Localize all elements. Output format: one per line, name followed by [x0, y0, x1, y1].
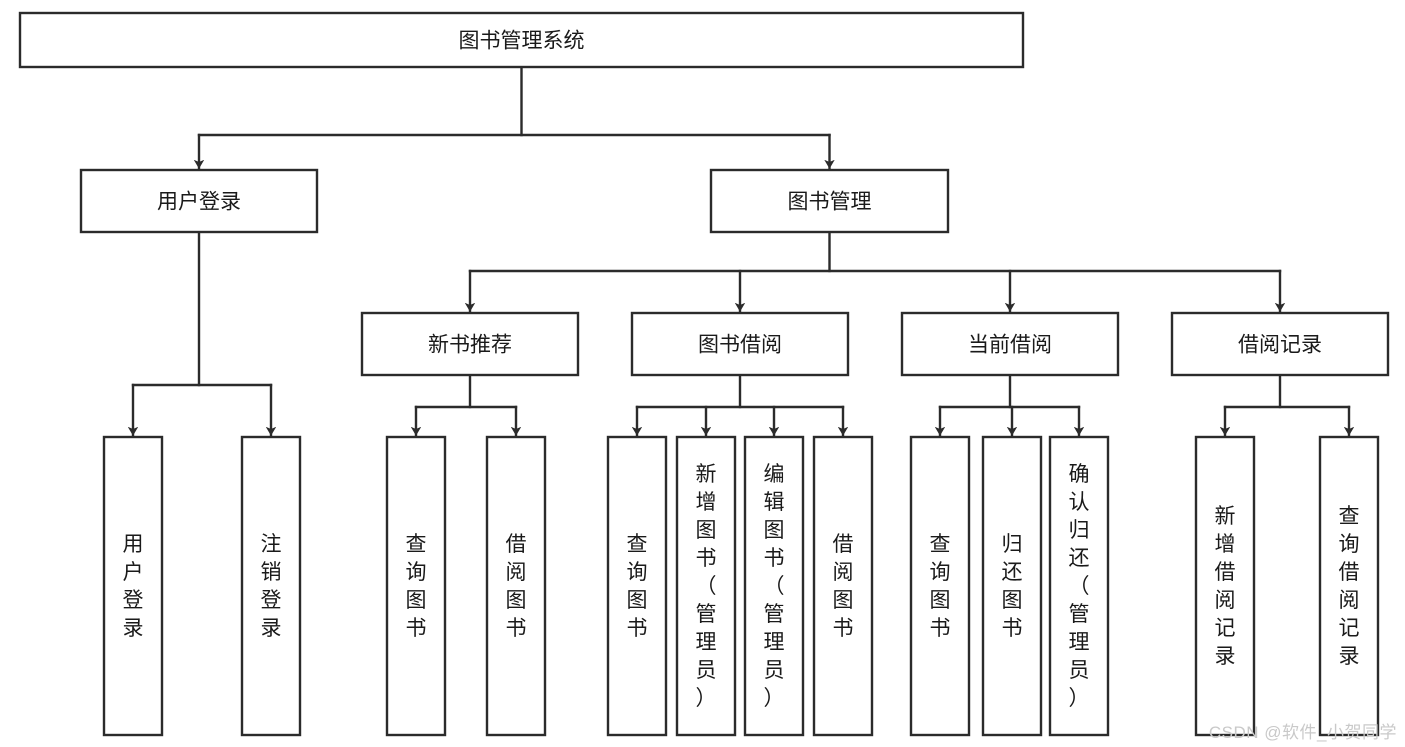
node-leaf-edit-book-rect[interactable]	[743, 435, 805, 737]
node-book-borrow-rect[interactable]	[630, 311, 850, 377]
connector-lines	[127, 65, 1355, 437]
node-book-manage[interactable]: 图书管理	[709, 168, 950, 234]
node-leaf-return-book[interactable]: 归还图书	[981, 435, 1043, 737]
node-borrow-record-rect[interactable]	[1170, 311, 1390, 377]
node-borrow-record[interactable]: 借阅记录	[1170, 311, 1390, 377]
node-book-borrow-label: 图书借阅	[698, 334, 782, 357]
node-leaf-add-record[interactable]: 新增借阅记录	[1194, 435, 1256, 737]
node-user-login-label: 用户登录	[157, 191, 241, 214]
edge-current-borrow-to-leaves	[934, 373, 1085, 437]
node-leaf-query-record-rect[interactable]	[1318, 435, 1380, 737]
node-book-manage-rect[interactable]	[709, 168, 950, 234]
edge-bookmanage-to-level2	[464, 230, 1286, 313]
node-leaf-return-book-label: 归还图书	[1002, 533, 1023, 640]
node-leaf-user-login-rect[interactable]	[102, 435, 164, 737]
node-leaf-query-book-bor-rect[interactable]	[606, 435, 668, 737]
node-book-manage-label: 图书管理	[788, 191, 872, 214]
node-leaf-borrow-book-bor[interactable]: 借阅图书	[812, 435, 874, 737]
node-new-book-recommend-label: 新书推荐	[428, 334, 512, 357]
node-leaf-borrow-book-bor-rect[interactable]	[812, 435, 874, 737]
node-leaf-borrow-book-rec-label: 借阅图书	[506, 533, 527, 640]
node-leaf-user-logout-label: 注销登录	[261, 533, 282, 640]
csdn-watermark: CSDN @软件_小贺同学	[1208, 723, 1397, 742]
node-new-book-recommend[interactable]: 新书推荐	[360, 311, 580, 377]
node-leaf-query-book-rec-rect[interactable]	[385, 435, 447, 737]
node-boxes: 图书管理系统用户登录图书管理新书推荐图书借阅当前借阅借阅记录用户登录注销登录查询…	[18, 11, 1390, 737]
node-leaf-user-logout[interactable]: 注销登录	[240, 435, 302, 737]
node-leaf-borrow-book-bor-label: 借阅图书	[833, 533, 854, 640]
node-leaf-confirm-return-rect[interactable]	[1048, 435, 1110, 737]
node-current-borrow-rect[interactable]	[900, 311, 1120, 377]
node-leaf-confirm-return-label: 确认归还（管理员）	[1069, 463, 1090, 710]
node-leaf-user-login[interactable]: 用户登录	[102, 435, 164, 737]
node-leaf-query-book-cur-rect[interactable]	[909, 435, 971, 737]
node-leaf-query-book-bor[interactable]: 查询图书	[606, 435, 668, 737]
node-leaf-query-book-rec[interactable]: 查询图书	[385, 435, 447, 737]
node-leaf-return-book-rect[interactable]	[981, 435, 1043, 737]
node-root-图书管理系统[interactable]: 图书管理系统	[18, 11, 1025, 69]
node-leaf-query-record[interactable]: 查询借阅记录	[1318, 435, 1380, 737]
node-root-图书管理系统-rect[interactable]	[18, 11, 1025, 69]
node-leaf-edit-book[interactable]: 编辑图书（管理员）	[743, 435, 805, 737]
edge-book-borrow-to-leaves	[631, 373, 849, 437]
node-leaf-add-book[interactable]: 新增图书（管理员）	[675, 435, 737, 737]
node-leaf-query-book-rec-label: 查询图书	[406, 533, 427, 640]
node-root-图书管理系统-label: 图书管理系统	[459, 30, 585, 53]
node-leaf-borrow-book-rec-rect[interactable]	[485, 435, 547, 737]
node-leaf-add-record-rect[interactable]	[1194, 435, 1256, 737]
node-book-borrow[interactable]: 图书借阅	[630, 311, 850, 377]
node-user-login[interactable]: 用户登录	[79, 168, 319, 234]
node-current-borrow[interactable]: 当前借阅	[900, 311, 1120, 377]
node-leaf-query-record-label: 查询借阅记录	[1339, 505, 1360, 668]
node-leaf-confirm-return[interactable]: 确认归还（管理员）	[1048, 435, 1110, 737]
node-leaf-user-login-label: 用户登录	[123, 533, 144, 640]
node-leaf-user-logout-rect[interactable]	[240, 435, 302, 737]
node-leaf-add-record-label: 新增借阅记录	[1215, 505, 1236, 668]
node-leaf-query-book-cur[interactable]: 查询图书	[909, 435, 971, 737]
node-leaf-add-book-rect[interactable]	[675, 435, 737, 737]
edge-user-login-to-leaves	[127, 230, 277, 437]
node-user-login-rect[interactable]	[79, 168, 319, 234]
node-leaf-borrow-book-rec[interactable]: 借阅图书	[485, 435, 547, 737]
node-new-book-recommend-rect[interactable]	[360, 311, 580, 377]
node-leaf-add-book-label: 新增图书（管理员）	[696, 463, 717, 710]
node-current-borrow-label: 当前借阅	[968, 334, 1052, 357]
node-borrow-record-label: 借阅记录	[1238, 334, 1322, 357]
node-leaf-edit-book-label: 编辑图书（管理员）	[764, 463, 785, 710]
edge-borrow-record-to-leaves	[1219, 373, 1355, 437]
node-leaf-query-book-cur-label: 查询图书	[930, 533, 951, 640]
edge-root-to-level1	[193, 65, 835, 170]
edge-new-book-recommend-to-leaves	[410, 373, 522, 437]
node-leaf-query-book-bor-label: 查询图书	[627, 533, 648, 640]
